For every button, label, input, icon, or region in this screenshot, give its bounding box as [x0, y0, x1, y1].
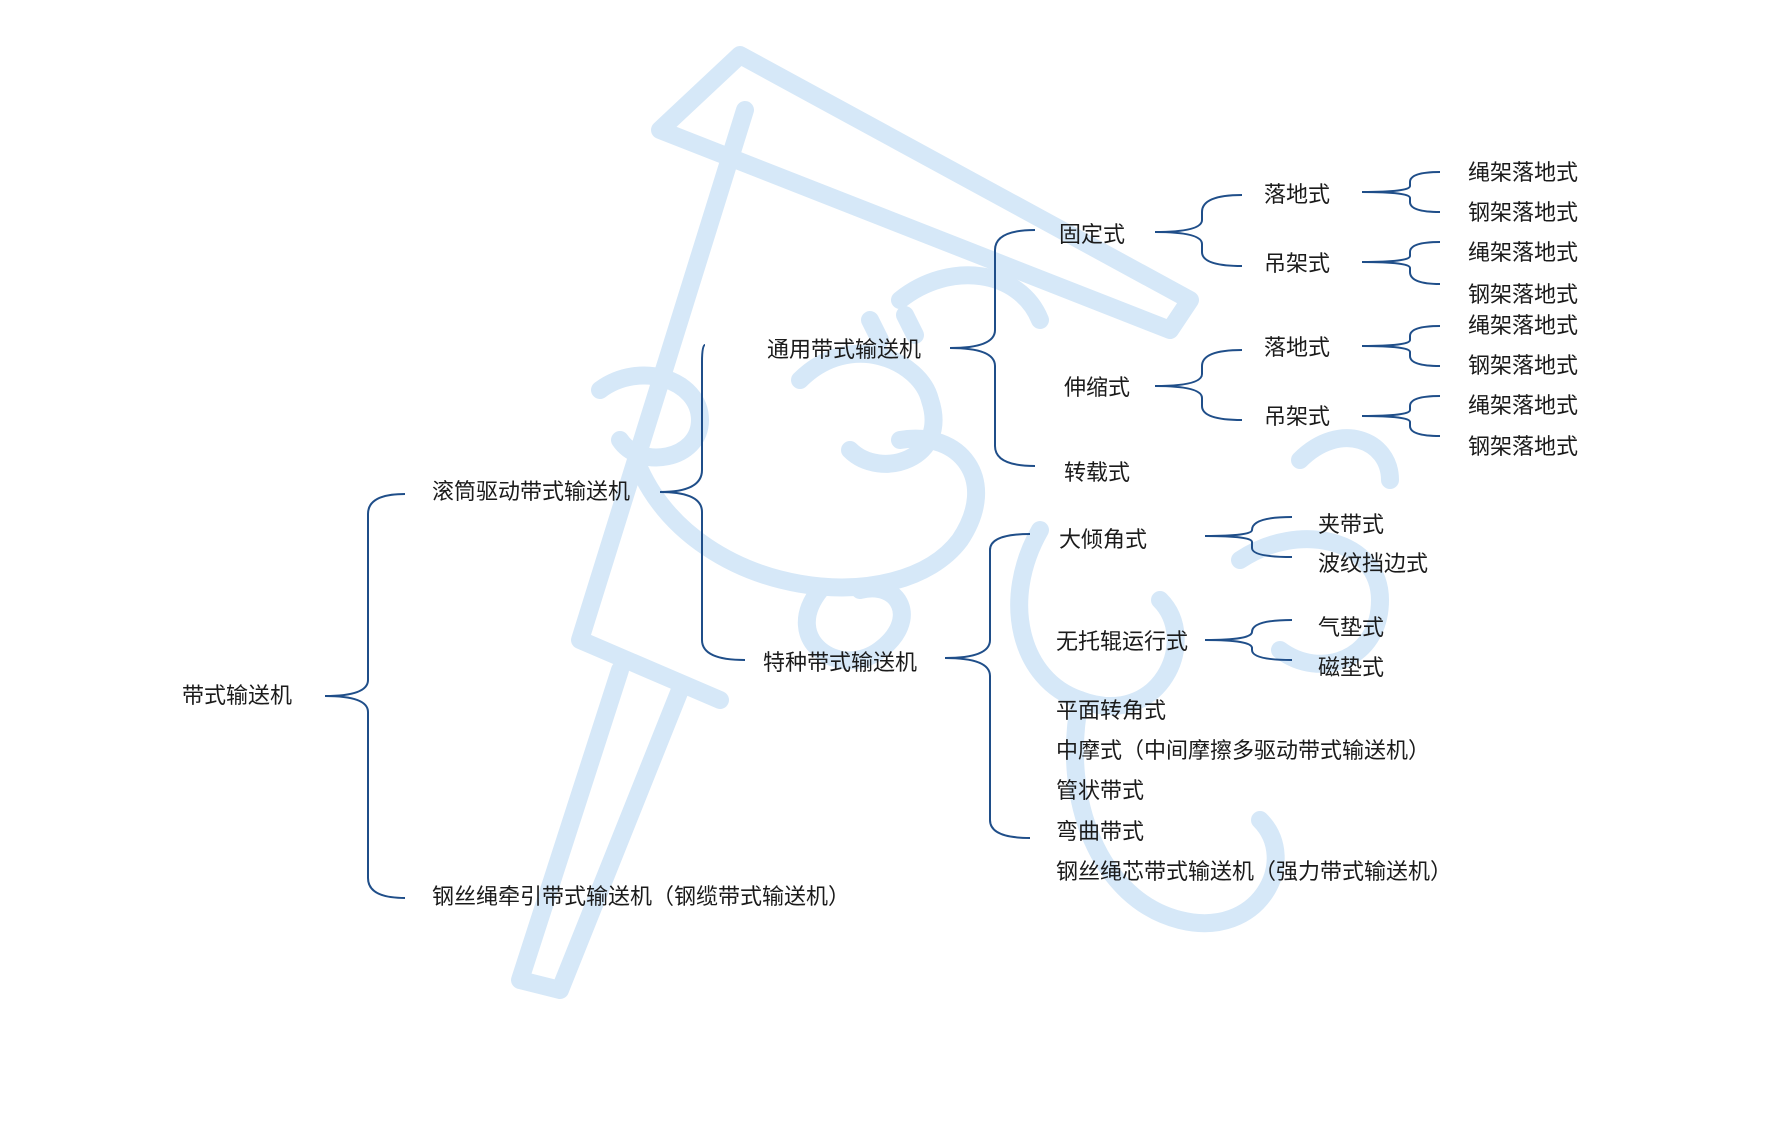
node-steep-angle: 大倾角式: [1059, 528, 1148, 553]
leaf-tele-floor-steel: 钢架落地式: [1468, 354, 1579, 379]
brace-tele-floor: [1361, 325, 1441, 367]
leaf-fixed-floor-rope: 绳架落地式: [1468, 161, 1579, 186]
node-tele-hang: 吊架式: [1264, 405, 1331, 430]
node-tele-floor: 落地式: [1264, 336, 1331, 361]
leaf-clamp-belt: 夹带式: [1318, 513, 1385, 538]
leaf-fixed-floor-steel: 钢架落地式: [1468, 201, 1579, 226]
brace-telescopic: [1154, 349, 1243, 421]
brace-general: [949, 229, 1036, 467]
node-fixed: 固定式: [1059, 223, 1126, 248]
node-transfer: 转载式: [1064, 461, 1131, 486]
node-general: 通用带式输送机: [767, 338, 922, 363]
node-root: 带式输送机: [182, 684, 293, 709]
node-fixed-hang: 吊架式: [1264, 252, 1331, 277]
node-telescopic: 伸缩式: [1064, 376, 1131, 401]
brace-fixed: [1154, 194, 1243, 267]
node-curved: 弯曲带式: [1056, 820, 1145, 845]
node-steel-cord: 钢丝绳芯带式输送机（强力带式输送机）: [1056, 860, 1453, 885]
leaf-tele-floor-rope: 绳架落地式: [1468, 314, 1579, 339]
brace-no-idler: [1204, 619, 1293, 661]
leaf-magnetic: 磁垫式: [1318, 656, 1385, 681]
node-no-idler: 无托辊运行式: [1056, 630, 1189, 655]
brace-fixed-hang: [1361, 241, 1441, 285]
leaf-fixed-hang-rope: 绳架落地式: [1468, 241, 1579, 266]
leaf-tele-hang-rope: 绳架落地式: [1468, 394, 1579, 419]
node-mid-friction: 中摩式（中间摩擦多驱动带式输送机）: [1056, 739, 1431, 764]
leaf-tele-hang-steel: 钢架落地式: [1468, 435, 1579, 460]
node-special: 特种带式输送机: [763, 651, 918, 676]
brace-special: [944, 533, 1031, 839]
brace-steep: [1204, 516, 1293, 558]
brace-fixed-floor: [1361, 171, 1441, 213]
node-pipe: 管状带式: [1056, 779, 1145, 804]
node-plane-turn: 平面转角式: [1056, 699, 1167, 724]
leaf-air-cushion: 气垫式: [1318, 616, 1385, 641]
node-wire-rope: 钢丝绳牵引带式输送机（钢缆带式输送机）: [432, 885, 851, 910]
brace-tele-hang: [1361, 395, 1441, 437]
leaf-fixed-hang-steel: 钢架落地式: [1468, 283, 1579, 308]
node-fixed-floor: 落地式: [1264, 183, 1331, 208]
leaf-corrugated: 波纹挡边式: [1318, 552, 1429, 577]
brace-root: [324, 493, 406, 899]
node-drum-driven: 滚筒驱动带式输送机: [432, 480, 631, 505]
brace-drum: [659, 344, 746, 661]
